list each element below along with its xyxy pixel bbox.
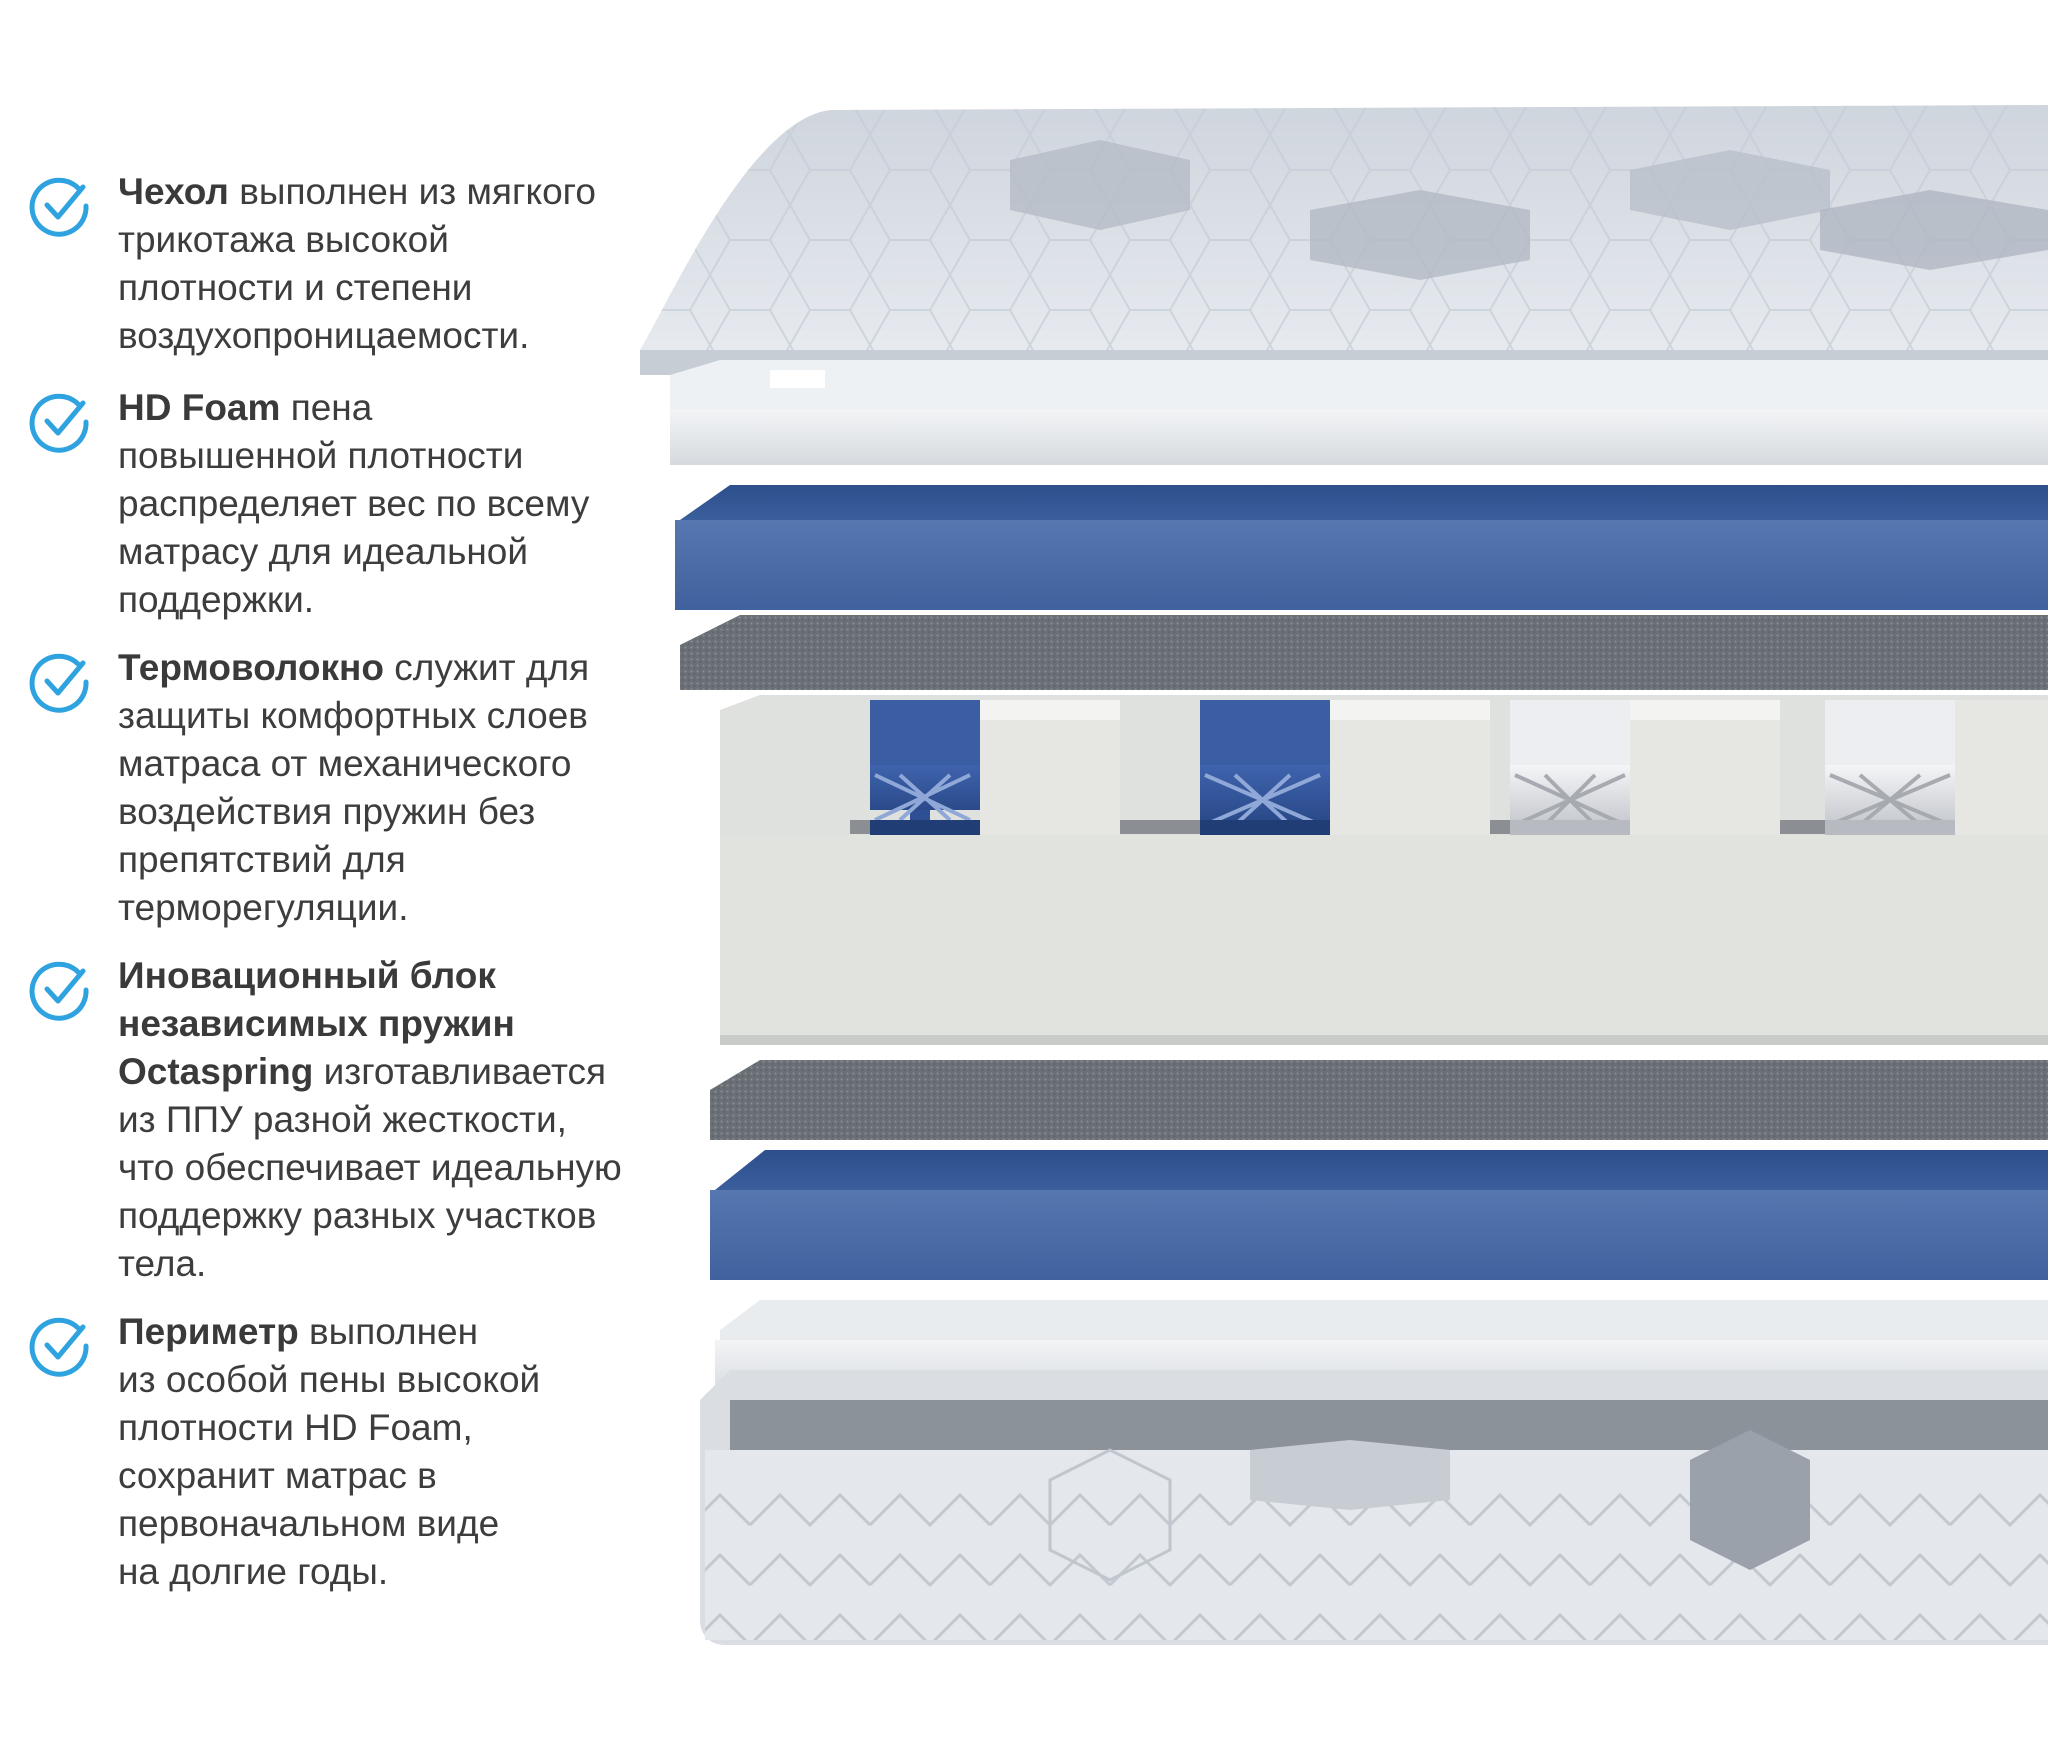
check-circle-icon [29,393,89,453]
feature-line: поддержки. [118,579,315,620]
feature-title: HD Foam [118,387,281,428]
feature-title: Периметр [118,1311,299,1352]
feature-line: воздухопроницаемости. [118,315,530,356]
feature-line: плотности HD Foam, [118,1407,473,1448]
feature-line: трикотажа высокой [118,219,449,260]
feature-line: выполнен [308,1311,479,1352]
mattress-layers-illustration [640,105,2048,1645]
check-circle-icon [29,177,89,237]
feature-line: повышенной плотности [118,435,524,476]
layer-hd-foam-lower [710,1150,2048,1280]
feature-line: выполнен из мягкого [239,171,596,212]
feature-line: матраса от механического [118,743,572,784]
feature-line: тела. [118,1243,207,1284]
foam-column [1330,700,1490,835]
feature-line: матрасу для идеальной [118,531,529,572]
feature-line: что обеспечивает идеальную [118,1147,622,1188]
layer-cover-bottom [700,1370,2048,1645]
feature-title: независимых пружин [118,1003,515,1044]
spring-column-white [1510,700,1630,835]
feature-line: на долгие годы. [118,1551,389,1592]
check-circle-icon [29,1317,89,1377]
feature-text: Иновационный блок независимых пружин Oct… [118,952,708,1288]
layer-hd-foam-upper [675,485,2048,610]
foam-column [1955,700,2048,835]
feature-title: Octaspring [118,1051,314,1092]
feature-text: Периметр выполнен из особой пены высокой… [118,1308,708,1596]
feature-title: Иновационный блок [118,955,496,996]
feature-title: Чехол [118,171,229,212]
feature-line: защиты комфортных слоев [118,695,588,736]
layer-thermo-fiber-lower [710,1060,2048,1140]
layer-spring-block [720,695,2048,1045]
layer-thermo-fiber-upper [680,615,2048,690]
feature-title: Термоволокно [118,647,384,688]
spring-column-blue [1200,700,1330,835]
feature-text: Термоволокно служит для защиты комфортны… [118,644,708,932]
feature-line: поддержку разных участков [118,1195,597,1236]
spring-column-white [1825,700,1955,835]
layer-comfort-foam [670,360,2048,465]
feature-line: из особой пены высокой [118,1359,541,1400]
check-circle-icon [29,961,89,1021]
spring-column-blue [870,700,980,835]
feature-line: первоначальном виде [118,1503,500,1544]
feature-line: плотности и степени [118,267,473,308]
feature-text: Чехол выполнен из мягкого трикотажа высо… [118,168,708,360]
layer-cover-top [640,105,2048,375]
feature-line: препятствий для [118,839,406,880]
foam-column [1630,700,1780,835]
feature-line: распределяет вес по всему [118,483,590,524]
feature-line: сохранит матрас в [118,1455,437,1496]
feature-line: из ППУ разной жесткости, [118,1099,567,1140]
feature-line: изготавливается [323,1051,607,1092]
feature-line: терморегуляции. [118,887,409,928]
feature-line: пена [290,387,373,428]
feature-text: HD Foam пена повышенной плотности распре… [118,384,708,624]
feature-line: служит для [394,647,590,688]
feature-line: воздействия пружин без [118,791,536,832]
foam-column [980,700,1120,835]
check-circle-icon [29,653,89,713]
